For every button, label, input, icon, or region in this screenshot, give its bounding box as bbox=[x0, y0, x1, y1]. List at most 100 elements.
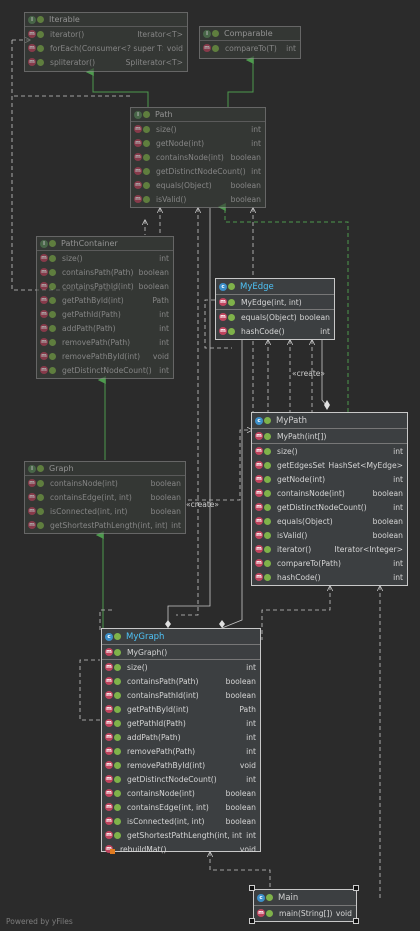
method-icon: m bbox=[28, 521, 36, 529]
method-icon: m bbox=[105, 831, 113, 839]
create-label: «create» bbox=[186, 500, 219, 509]
method-icon: m bbox=[105, 747, 113, 755]
method-icon: m bbox=[105, 691, 113, 699]
selection-handle[interactable] bbox=[249, 918, 255, 924]
public-access-icon bbox=[49, 254, 56, 262]
selection-handle[interactable] bbox=[353, 918, 359, 924]
method-icon: m bbox=[105, 719, 113, 727]
method-icon: m bbox=[255, 517, 263, 525]
public-access-icon bbox=[264, 475, 271, 483]
method-icon: m bbox=[105, 817, 113, 825]
path-extends-comparable bbox=[227, 56, 254, 107]
graph-name: Graph bbox=[49, 464, 74, 473]
public-access-icon bbox=[264, 417, 271, 424]
public-access-icon bbox=[143, 195, 150, 203]
public-access-icon bbox=[49, 338, 56, 346]
method-icon: m bbox=[255, 432, 263, 440]
method-icon: m bbox=[40, 268, 48, 276]
comparable-header: I Comparable bbox=[200, 27, 300, 41]
selection-handle[interactable] bbox=[249, 885, 255, 891]
public-access-icon bbox=[264, 447, 271, 455]
public-access-icon bbox=[264, 559, 271, 567]
public-access-icon bbox=[37, 16, 44, 23]
selection-handle[interactable] bbox=[353, 885, 359, 891]
myedge-header: c MyEdge bbox=[216, 279, 334, 295]
public-access-icon bbox=[228, 283, 235, 290]
public-access-icon bbox=[114, 733, 121, 741]
public-access-icon bbox=[37, 58, 44, 66]
public-access-icon bbox=[114, 761, 121, 769]
method-icon: m bbox=[134, 153, 142, 161]
method-icon: m bbox=[105, 677, 113, 685]
mypath-name: MyPath bbox=[276, 415, 308, 426]
method-icon: m bbox=[203, 44, 211, 52]
interface-icon: I bbox=[28, 464, 36, 473]
public-access-icon bbox=[264, 503, 271, 511]
